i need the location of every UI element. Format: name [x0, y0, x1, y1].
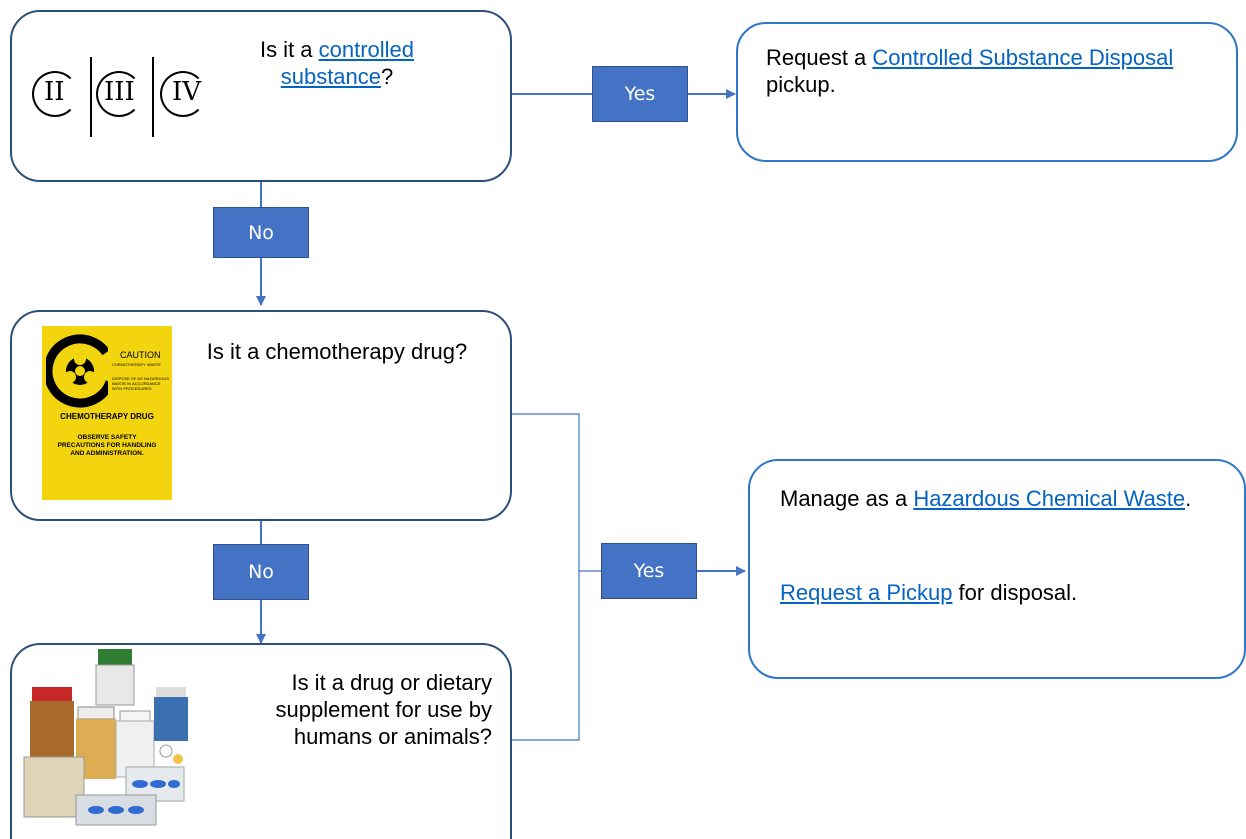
caution-label: CAUTION — [120, 350, 161, 360]
controlled-substance-disposal-link[interactable]: Controlled Substance Disposal — [872, 45, 1174, 70]
outcome-2-text: Manage as a Hazardous Chemical Waste. — [780, 485, 1220, 512]
question-3-text: Is it a drug or dietary supplement for u… — [275, 670, 492, 749]
no-tag-2: No — [213, 544, 309, 600]
request-pickup-link[interactable]: Request a Pickup — [780, 580, 953, 605]
question-1-prefix: Is it a — [259, 37, 319, 62]
outcome-1-text: Request a Controlled Substance Disposal … — [766, 44, 1186, 98]
schedule-iii-mark: III — [104, 77, 135, 107]
outcome-1-suffix: pickup. — [766, 72, 836, 97]
schedule-ii-mark: II — [44, 77, 65, 107]
schedule-iv-mark: IV — [172, 77, 202, 107]
biohazard-icon — [46, 334, 108, 408]
outcome-controlled-substance-box: Request a Controlled Substance Disposal … — [736, 22, 1238, 162]
outcome-hazardous-waste-box: Manage as a Hazardous Chemical Waste. Re… — [748, 459, 1246, 679]
outcome-2-suffix: . — [1185, 486, 1192, 511]
question-2-text: Is it a chemotherapy drug? — [206, 339, 468, 364]
outcome-2-pickup-text: Request a Pickup for disposal. — [780, 579, 1220, 606]
caution-subtext-1: CHEMOTHERAPY WASTE — [112, 362, 161, 367]
caution-subtext-2: DISPOSE OF AS HAZARDOUS WASTE IN ACCORDA… — [112, 376, 169, 391]
chemotherapy-label-image: CAUTION CHEMOTHERAPY WASTE DISPOSE OF AS… — [42, 326, 172, 500]
outcome-2-suffix-2: for disposal. — [952, 580, 1078, 605]
yes-tag-1: Yes — [592, 66, 688, 122]
question-drug-supplement-box: Is it a drug or dietary supplement for u… — [10, 643, 512, 839]
question-chemotherapy-box: CAUTION CHEMOTHERAPY WASTE DISPOSE OF AS… — [10, 310, 512, 521]
controlled-substance-link[interactable]: controlled substance — [280, 37, 415, 89]
no-tag-1: No — [213, 207, 309, 258]
outcome-1-prefix: Request a — [766, 45, 873, 70]
question-controlled-substance-box: II III IV Is it a controlled substance? — [10, 10, 512, 182]
observe-safety-text: OBSERVE SAFETY PRECAUTIONS FOR HANDLING … — [57, 434, 157, 457]
controlled-substance-schedule-icons: II III IV — [32, 57, 222, 137]
yes-tag-2: Yes — [601, 543, 697, 599]
yes-bracket — [512, 413, 580, 741]
question-1-suffix: ? — [381, 64, 394, 89]
medicine-bottles-image — [23, 649, 188, 826]
hazardous-chemical-waste-link[interactable]: Hazardous Chemical Waste — [913, 486, 1186, 511]
outcome-2-prefix: Manage as a — [780, 486, 914, 511]
question-1-text: Is it a controlled substance? — [242, 36, 432, 90]
chemotherapy-drug-heading: CHEMOTHERAPY DRUG — [60, 412, 154, 421]
